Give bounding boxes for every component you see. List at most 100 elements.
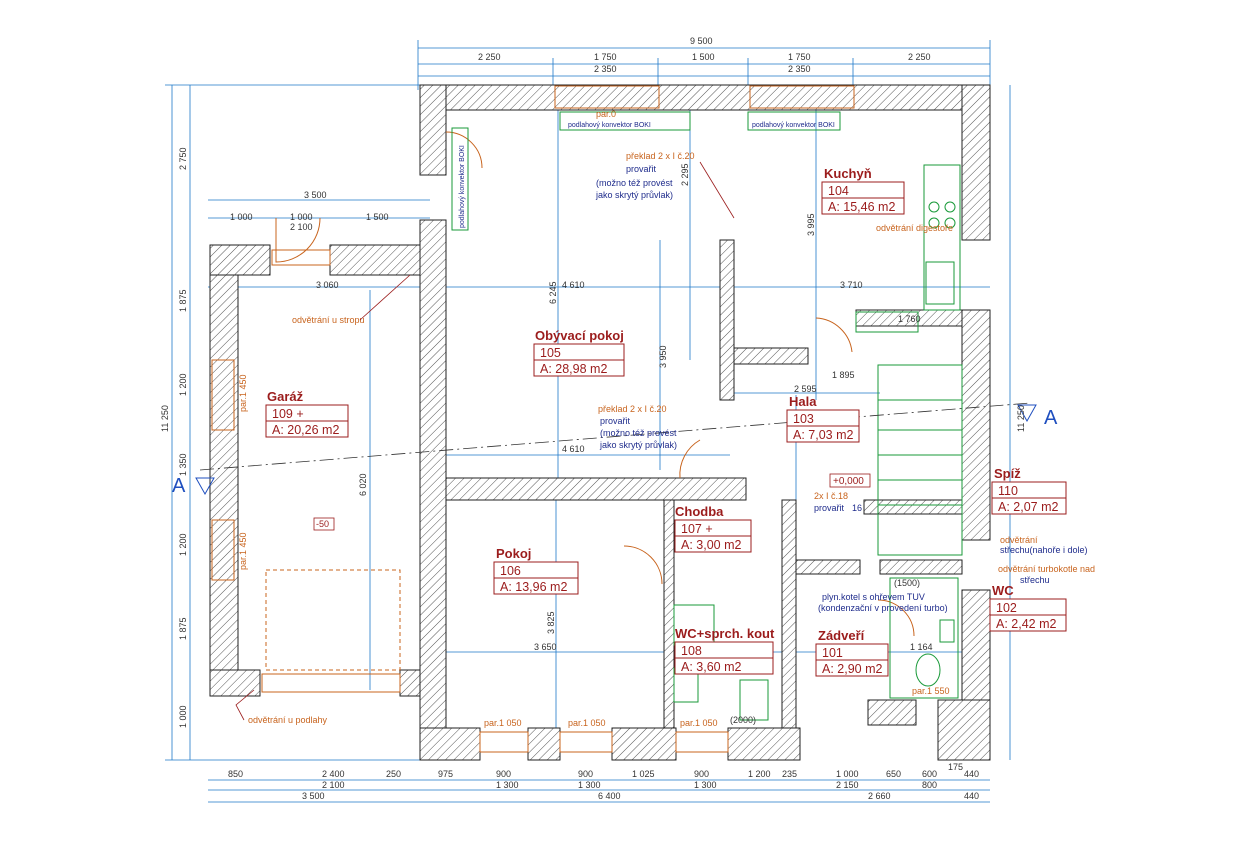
lintel-note: provařit	[626, 164, 657, 174]
parapet: par.1 450	[238, 532, 248, 570]
dim-bottom: 1 025	[632, 769, 655, 779]
dim-interior: 3 650	[534, 642, 557, 652]
room-living: Obývací pokoj 105 A: 28,98 m2	[533, 328, 625, 377]
dim-interior: 3 825	[546, 611, 556, 634]
boiler-note: (kondenzační v provedení turbo)	[818, 603, 948, 613]
svg-text:Pokoj: Pokoj	[496, 546, 531, 561]
svg-text:Obývací pokoj: Obývací pokoj	[535, 328, 624, 343]
level-mark: +0,000	[833, 476, 864, 487]
dim-left: 2 750	[178, 147, 188, 170]
dim-bottom: 440	[964, 769, 979, 779]
dim-top: 1 500	[692, 52, 715, 62]
dim-interior: 4 610	[562, 444, 585, 454]
dim-bottom: 6 400	[598, 791, 621, 801]
boiler-dim: (1500)	[894, 578, 920, 588]
svg-text:Kuchyň: Kuchyň	[824, 166, 872, 181]
parapet: par.0	[596, 109, 616, 119]
dim-bottom: 800	[922, 780, 937, 790]
svg-text:A: 2,90 m2: A: 2,90 m2	[822, 662, 882, 676]
dim-interior: 2 295	[680, 163, 690, 186]
walls	[209, 84, 991, 761]
dim-bottom: 1 000	[836, 769, 859, 779]
dim-bottom: 1 300	[578, 780, 601, 790]
dim-interior: 3 060	[316, 280, 339, 290]
vent-note: střechu	[1020, 575, 1050, 585]
svg-text:A: 2,07 m2: A: 2,07 m2	[998, 500, 1058, 514]
dim-bottom: 250	[386, 769, 401, 779]
room-garage: Garáž 109 + A: 20,26 m2	[265, 389, 349, 438]
svg-text:107 +: 107 +	[681, 522, 713, 536]
dim-left: 1 875	[178, 617, 188, 640]
lintel-note: provařit	[600, 416, 631, 426]
svg-text:105: 105	[540, 346, 561, 360]
svg-text:A: 7,03 m2: A: 7,03 m2	[793, 428, 853, 442]
lintel-note: jako skrytý průvlak)	[599, 440, 677, 450]
svg-text:109 +: 109 +	[272, 407, 304, 421]
room-corridor: Chodba 107 + A: 3,00 m2	[674, 504, 752, 553]
dim-interior: 6 020	[358, 473, 368, 496]
dim-interior: 6 245	[548, 281, 558, 304]
dim-bottom: 900	[578, 769, 593, 779]
svg-text:Zádveří: Zádveří	[818, 628, 865, 643]
lintel-note: překlad 2 x I č.20	[626, 151, 695, 161]
dim-bottom: 975	[438, 769, 453, 779]
dim-bottom: 1 200	[748, 769, 771, 779]
dim-interior: 3 710	[840, 280, 863, 290]
dim-garage-top: 2 100	[290, 222, 313, 232]
dim-interior: 1 164	[910, 642, 933, 652]
room-pantry: Spíž 110 A: 2,07 m2	[991, 466, 1067, 515]
dim-left: 1 000	[178, 705, 188, 728]
fixtures	[451, 111, 963, 721]
svg-text:A: 3,60 m2: A: 3,60 m2	[681, 660, 741, 674]
section-mark: A	[1044, 407, 1058, 429]
parapet: par.1 450	[238, 374, 248, 412]
dim-garage-top: 3 500	[304, 190, 327, 200]
room-labels: Kuchyň 104 A: 15,46 m2 Obývací pokoj 105…	[265, 166, 1067, 677]
dim-interior: 1 895	[832, 370, 855, 380]
dim-bottom: 2 660	[868, 791, 891, 801]
dim-interior: 4 610	[562, 280, 585, 290]
svg-text:102: 102	[996, 601, 1017, 615]
svg-text:110: 110	[998, 484, 1018, 498]
parapet: par.1 050	[568, 718, 606, 728]
lintel-note: provařit	[814, 503, 845, 513]
lintel-note: (možno též provést	[600, 428, 677, 438]
svg-text:Hala: Hala	[789, 394, 817, 409]
svg-text:A: 15,46 m2: A: 15,46 m2	[828, 200, 895, 214]
vent-note: odvětrání	[1000, 535, 1038, 545]
room-wc: WC 102 A: 2,42 m2	[989, 583, 1067, 632]
svg-text:WC: WC	[992, 583, 1014, 598]
dim-bottom: 175	[948, 762, 963, 772]
vent-note: střechu(nahoře i dole)	[1000, 545, 1088, 555]
lintel-note: (možno též provést	[596, 178, 673, 188]
section-line	[195, 402, 1037, 496]
dim-bottom: 1 300	[496, 780, 519, 790]
dim-top: 2 250	[908, 52, 931, 62]
vent-note: odvětrání u podlahy	[248, 715, 328, 725]
svg-text:103: 103	[793, 412, 814, 426]
room-kitchen: Kuchyň 104 A: 15,46 m2	[821, 166, 905, 215]
tank-dim: (2000)	[730, 715, 756, 725]
convector-label: podlahový konvektor BOKI	[459, 145, 466, 228]
dim-bottom: 440	[964, 791, 979, 801]
parapet: par.1 550	[912, 686, 950, 696]
vent-note: odvětrání u stropu	[292, 315, 365, 325]
dim-top: 1 750	[594, 52, 617, 62]
convector-label: podlahový konvektor BOKI	[568, 122, 651, 129]
room-hall: Hala 103 A: 7,03 m2	[786, 394, 860, 443]
vent-note: odvětrání turbokotle nad	[998, 564, 1095, 574]
lintel-note: 2x I č.18	[814, 491, 848, 501]
svg-text:Spíž: Spíž	[994, 466, 1021, 481]
svg-text:104: 104	[828, 184, 849, 198]
dim-bottom: 650	[886, 769, 901, 779]
dim-top: 2 250	[478, 52, 501, 62]
svg-text:Chodba: Chodba	[675, 504, 724, 519]
room-bedroom: Pokoj 106 A: 13,96 m2	[493, 546, 579, 595]
svg-text:108: 108	[681, 644, 702, 658]
dim-left: 1 350	[178, 453, 188, 476]
garage-level: -50	[316, 519, 329, 529]
boiler-note: plyn.kotel s ohřevem TUV	[822, 592, 925, 602]
dim-left: 1 200	[178, 533, 188, 556]
dim-bottom: 3 500	[302, 791, 325, 801]
